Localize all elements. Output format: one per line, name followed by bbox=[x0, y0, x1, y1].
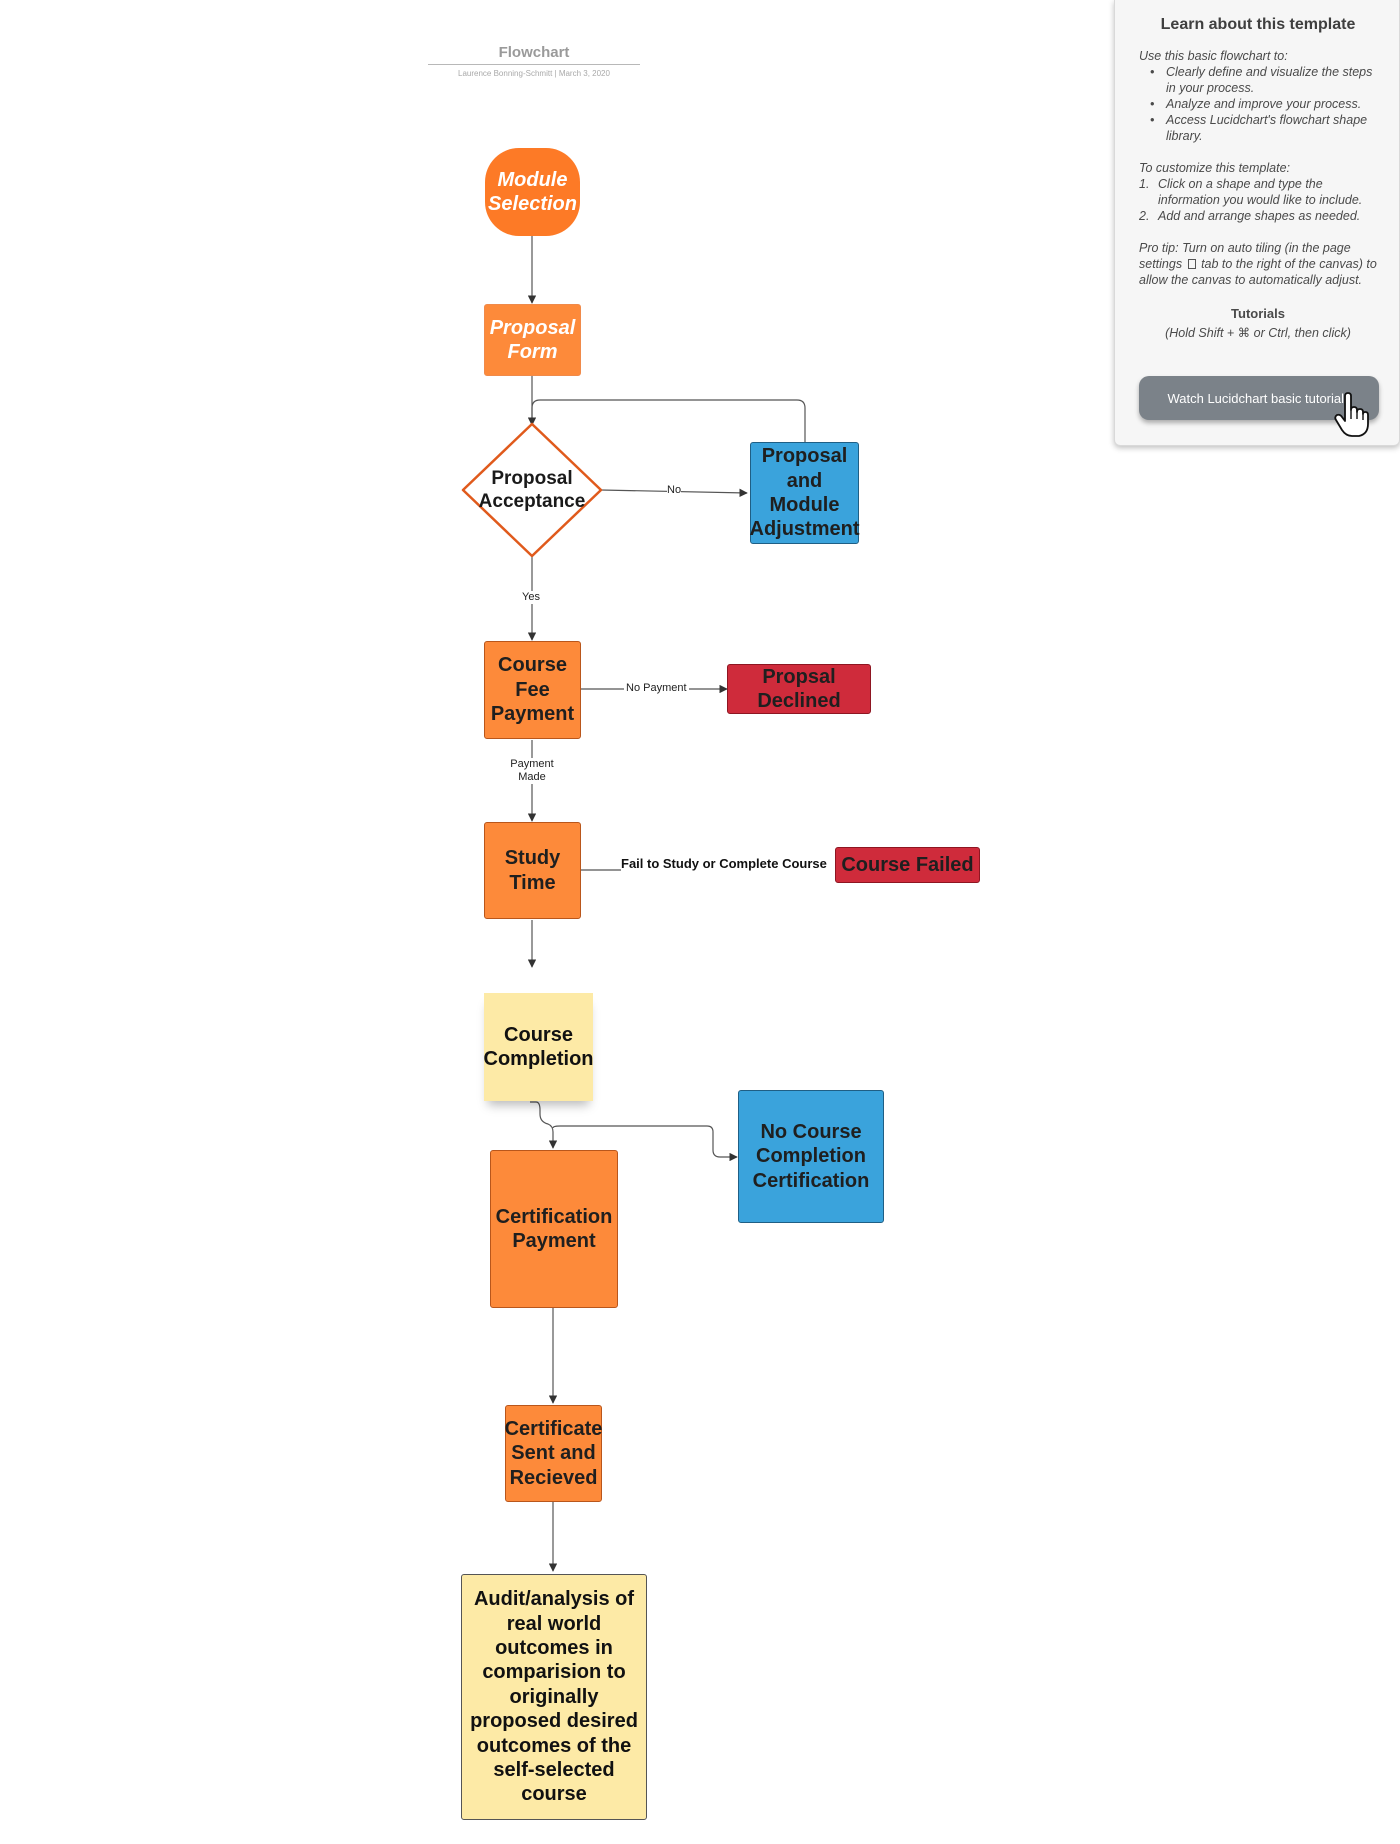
proposal-acceptance-diamond bbox=[461, 422, 603, 558]
document-title: Flowchart bbox=[428, 44, 640, 65]
panel-title: Learn about this template bbox=[1160, 16, 1356, 33]
edge-adjustment-loop bbox=[527, 399, 806, 442]
panel-step-item: 1.Click on a shape and type the informat… bbox=[1139, 177, 1363, 207]
node-certification-payment-label: Certification Payment bbox=[495, 1205, 613, 1252]
document-meta: Laurence Bonning-Schmitt | March 3, 2020 bbox=[458, 69, 610, 78]
node-proposal-declined[interactable]: Propsal Declined bbox=[727, 664, 871, 714]
node-course-failed[interactable]: Course Failed bbox=[835, 847, 980, 883]
tutorials-title: Tutorials bbox=[1231, 306, 1285, 321]
node-proposal-acceptance[interactable]: Proposal Acceptance bbox=[470, 455, 594, 525]
node-study-time-label: Study Time bbox=[504, 847, 561, 894]
template-info-panel: Learn about this template Use this basic… bbox=[1114, 0, 1400, 446]
watch-tutorials-button[interactable]: Watch Lucidchart basic tutorials bbox=[1139, 376, 1379, 420]
node-proposal-adjustment[interactable]: Proposal and Module Adjustment bbox=[749, 442, 860, 544]
edge-label-yes: Yes bbox=[522, 591, 540, 605]
node-audit-label: Audit/analysis of real world outcomes in… bbox=[470, 1588, 638, 1806]
node-certificate-sent[interactable]: Certificate Sent and Recieved bbox=[505, 1405, 602, 1502]
edge-completion-to-nocert bbox=[552, 1125, 738, 1162]
edge-label-no: No bbox=[667, 484, 682, 498]
panel-customize-intro: To customize this template: bbox=[1139, 161, 1290, 175]
node-module-selection[interactable]: Module Selection bbox=[485, 148, 580, 236]
node-course-fee-payment-label: Course Fee Payment bbox=[490, 654, 575, 726]
edge-label-fail-to-study: Fail to Study or Complete Course bbox=[621, 856, 827, 872]
panel-bullet-list: •Clearly define and visualize the steps … bbox=[1139, 64, 1377, 144]
node-course-failed-label: Course Failed bbox=[841, 853, 974, 876]
node-study-time[interactable]: Study Time bbox=[484, 822, 581, 919]
node-certificate-sent-label: Certificate Sent and Recieved bbox=[504, 1417, 603, 1489]
edge-label-no-payment: No Payment bbox=[624, 682, 689, 696]
panel-step-item: 2.Add and arrange shapes as needed. bbox=[1139, 209, 1361, 223]
node-proposal-adjustment-label: Proposal and Module Adjustment bbox=[749, 445, 860, 541]
node-proposal-acceptance-label: Proposal Acceptance bbox=[478, 467, 586, 512]
node-certification-payment[interactable]: Certification Payment bbox=[490, 1150, 618, 1308]
node-proposal-declined-label: Propsal Declined bbox=[757, 665, 841, 712]
tutorials-hint: (Hold Shift + ⌘ or Ctrl, then click) bbox=[1165, 326, 1351, 340]
node-course-fee-payment[interactable]: Course Fee Payment bbox=[484, 641, 581, 739]
node-proposal-form-label: Proposal Form bbox=[489, 316, 576, 363]
node-no-certification[interactable]: No Course Completion Certification bbox=[738, 1090, 884, 1223]
node-audit[interactable]: Audit/analysis of real world outcomes in… bbox=[461, 1574, 647, 1820]
page-settings-icon bbox=[1187, 259, 1196, 269]
panel-bullet-item: •Analyze and improve your process. bbox=[1150, 97, 1362, 111]
node-module-selection-label: Module Selection bbox=[488, 168, 577, 215]
node-course-completion[interactable]: Course Completion bbox=[483, 993, 594, 1101]
document-header: Flowchart Laurence Bonning-Schmitt | Mar… bbox=[428, 44, 640, 78]
hand-pointer-icon bbox=[1334, 392, 1369, 437]
edge-completion-to-cert bbox=[530, 1101, 558, 1149]
panel-bullet-item: •Clearly define and visualize the steps … bbox=[1150, 65, 1373, 95]
panel-steps-list: 1.Click on a shape and type the informat… bbox=[1139, 176, 1377, 224]
panel-bullet-item: •Access Lucidchart's flowchart shape lib… bbox=[1150, 113, 1368, 143]
node-no-certification-label: No Course Completion Certification bbox=[752, 1120, 870, 1192]
panel-intro: Use this basic flowchart to: bbox=[1139, 49, 1288, 63]
edge-label-payment-made: Payment Made bbox=[502, 758, 562, 785]
panel-pro-tip: Pro tip: Turn on auto tiling (in the pag… bbox=[1139, 241, 1377, 287]
node-proposal-form[interactable]: Proposal Form bbox=[484, 304, 581, 376]
node-course-completion-label: Course Completion bbox=[483, 1023, 594, 1070]
